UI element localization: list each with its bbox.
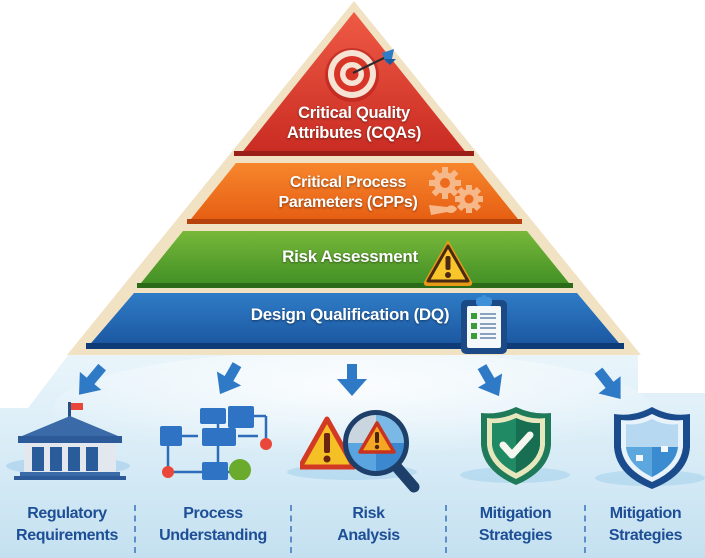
arrow-down-icon (337, 364, 367, 396)
bottom-item-line1: Risk (352, 505, 385, 522)
layer-cqa-line2: Attributes (CQAs) (286, 124, 422, 143)
bottom-item-line1: Regulatory (27, 505, 107, 522)
divider (584, 505, 586, 553)
arrows-row (79, 362, 621, 400)
layer-cqa-line1: Critical Quality (298, 104, 410, 122)
layer-cpp-line2: Parameters (CPPs) (278, 193, 418, 211)
flowchart-icon (160, 406, 272, 480)
bottom-item-process-understanding: Process Understanding (136, 500, 290, 550)
bottom-item-line2: Requirements (16, 527, 118, 544)
shield-blue-icon (614, 407, 690, 489)
bottom-item-line2: Analysis (337, 527, 400, 544)
bottom-item-regulatory-requirements: Regulatory Requirements (0, 500, 134, 550)
layer-cqa-label: Critical Quality Attributes (CQAs) (254, 103, 454, 143)
arrow-down-left-icon (216, 362, 242, 395)
clipboard-checklist-icon (461, 295, 507, 354)
target-dart-icon (325, 48, 396, 102)
layer-cpp-line1: Critical Process (289, 174, 407, 191)
bottom-item-line1: Process (183, 505, 243, 522)
layer-risk-label: Risk Assessment (250, 247, 450, 268)
layer-risk-line1: Risk Assessment (282, 247, 418, 266)
arrow-down-right-icon (594, 367, 621, 400)
bottom-item-line2: Understanding (159, 527, 267, 544)
divider (445, 505, 447, 553)
layer-dq-line1: Design Qualification (DQ) (250, 305, 450, 324)
bottom-item-mitigation-strategies-2: Mitigation Strategies (586, 500, 705, 550)
bottom-item-line1: Mitigation (479, 505, 552, 522)
arrow-down-right-icon (477, 364, 503, 397)
bottom-item-mitigation-strategies-1: Mitigation Strategies (447, 500, 584, 550)
layer-dq-label: Design Qualification (DQ) (230, 305, 470, 326)
bottom-item-line2: Strategies (478, 527, 553, 544)
government-building-icon (14, 402, 126, 480)
bottom-item-line1: Mitigation (609, 505, 682, 522)
bottom-item-line2: Strategies (608, 527, 683, 544)
risk-magnifier-icon (300, 410, 420, 493)
divider (134, 505, 136, 553)
divider (290, 505, 292, 553)
arrow-down-left-icon (79, 363, 106, 395)
gears-wrench-icon (429, 167, 483, 215)
shield-check-icon (481, 407, 551, 485)
layer-cpp-label: Critical Process Parameters (CPPs) (248, 173, 448, 212)
bottom-item-risk-analysis: Risk Analysis (292, 500, 445, 550)
warning-triangle-icon (423, 240, 473, 286)
